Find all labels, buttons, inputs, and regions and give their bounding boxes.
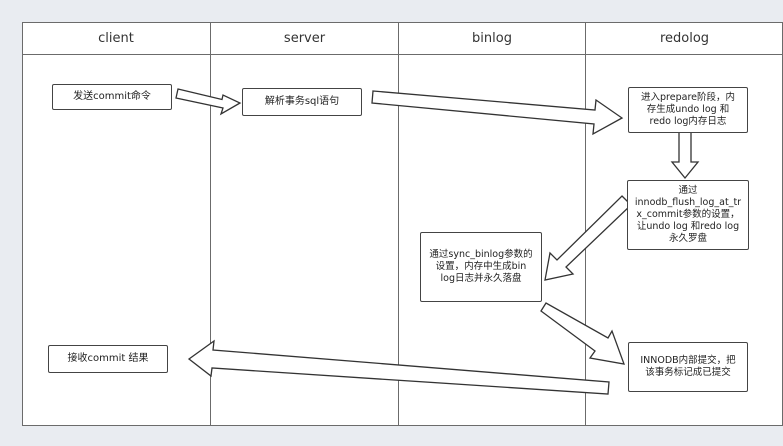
lane-divider bbox=[585, 22, 586, 426]
step-flush-redolog: 通过 innodb_flush_log_at_tr x_commit参数的设置，… bbox=[627, 180, 749, 250]
step-send-commit: 发送commit命令 bbox=[52, 84, 172, 110]
lane-divider bbox=[398, 22, 399, 426]
step-write-binlog-text: 通过sync_binlog参数的 设置，内存中生成bin log日志并永久落盘 bbox=[429, 249, 533, 284]
step-send-commit-text: 发送commit命令 bbox=[73, 91, 151, 102]
arrow-prepare-to-flush bbox=[670, 131, 700, 180]
arrow-flush-to-binlog bbox=[544, 195, 632, 281]
step-parse-sql-text: 解析事务sql语句 bbox=[264, 96, 340, 107]
step-receive-result: 接收commit 结果 bbox=[48, 345, 168, 373]
step-innodb-commit: INNODB内部提交，把 该事务标记成已提交 bbox=[628, 342, 748, 392]
arrow-server-to-prepare bbox=[371, 90, 624, 136]
step-prepare-text: 进入prepare阶段，内 存生成undo log 和 redo log内存日志 bbox=[641, 92, 735, 127]
step-innodb-commit-text: INNODB内部提交，把 该事务标记成已提交 bbox=[640, 355, 736, 378]
lane-title-server: server bbox=[283, 31, 326, 46]
step-prepare: 进入prepare阶段，内 存生成undo log 和 redo log内存日志 bbox=[628, 87, 748, 133]
lane-title-binlog: binlog bbox=[472, 31, 512, 46]
step-parse-sql: 解析事务sql语句 bbox=[242, 88, 362, 116]
arrow-commit-to-client bbox=[187, 339, 610, 395]
arrow-send-to-server bbox=[175, 88, 242, 116]
step-write-binlog: 通过sync_binlog参数的 设置，内存中生成bin log日志并永久落盘 bbox=[420, 232, 542, 302]
lane-header-row bbox=[22, 22, 783, 55]
step-receive-result-text: 接收commit 结果 bbox=[67, 353, 149, 364]
arrow-binlog-to-commit bbox=[540, 302, 625, 365]
lane-divider bbox=[210, 22, 211, 426]
step-flush-redolog-text: 通过 innodb_flush_log_at_tr x_commit参数的设置，… bbox=[634, 185, 742, 244]
lane-title-client: client bbox=[98, 31, 134, 46]
lane-title-redolog: redolog bbox=[659, 31, 710, 46]
